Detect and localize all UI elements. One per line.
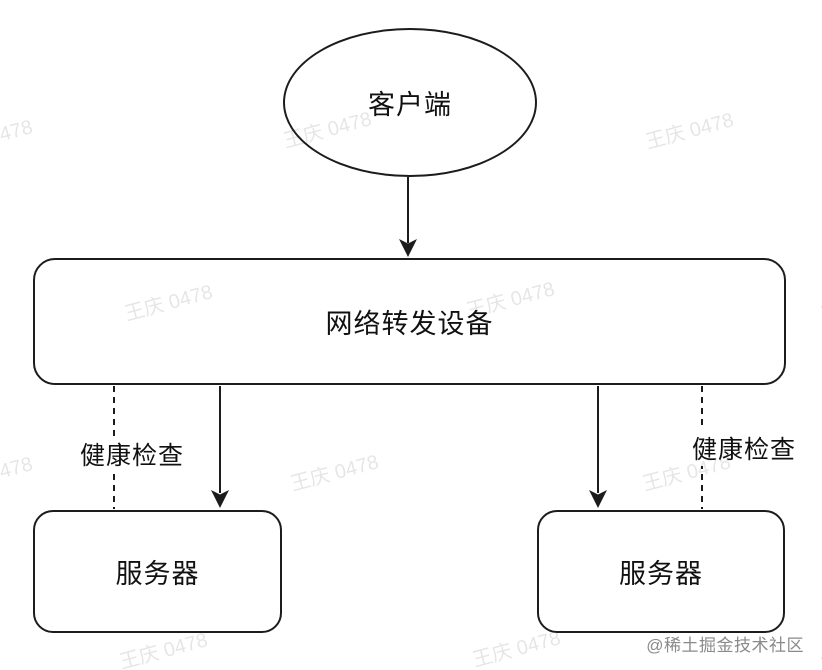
edge-client-to-forwarder bbox=[399, 177, 417, 257]
server-right-node: 服务器 bbox=[537, 510, 785, 633]
health-check-right-label: 健康检查 bbox=[688, 430, 800, 466]
client-node: 客户端 bbox=[283, 28, 537, 177]
arrowhead-icon bbox=[589, 490, 607, 508]
forwarder-node: 网络转发设备 bbox=[33, 258, 786, 385]
server-left-node: 服务器 bbox=[33, 510, 282, 633]
health-check-left-label: 健康检查 bbox=[76, 436, 188, 472]
arrowhead-icon bbox=[399, 239, 417, 257]
forwarder-label: 网络转发设备 bbox=[325, 309, 494, 339]
server-left-label: 服务器 bbox=[115, 559, 200, 589]
credit-watermark: @稀土掘金技术社区 bbox=[646, 636, 804, 655]
arrowhead-icon bbox=[211, 490, 229, 508]
edge-forwarder-to-server-left bbox=[211, 386, 229, 508]
client-label: 客户端 bbox=[368, 90, 452, 120]
edge-forwarder-to-server-right bbox=[589, 386, 607, 508]
server-right-label: 服务器 bbox=[619, 559, 703, 589]
